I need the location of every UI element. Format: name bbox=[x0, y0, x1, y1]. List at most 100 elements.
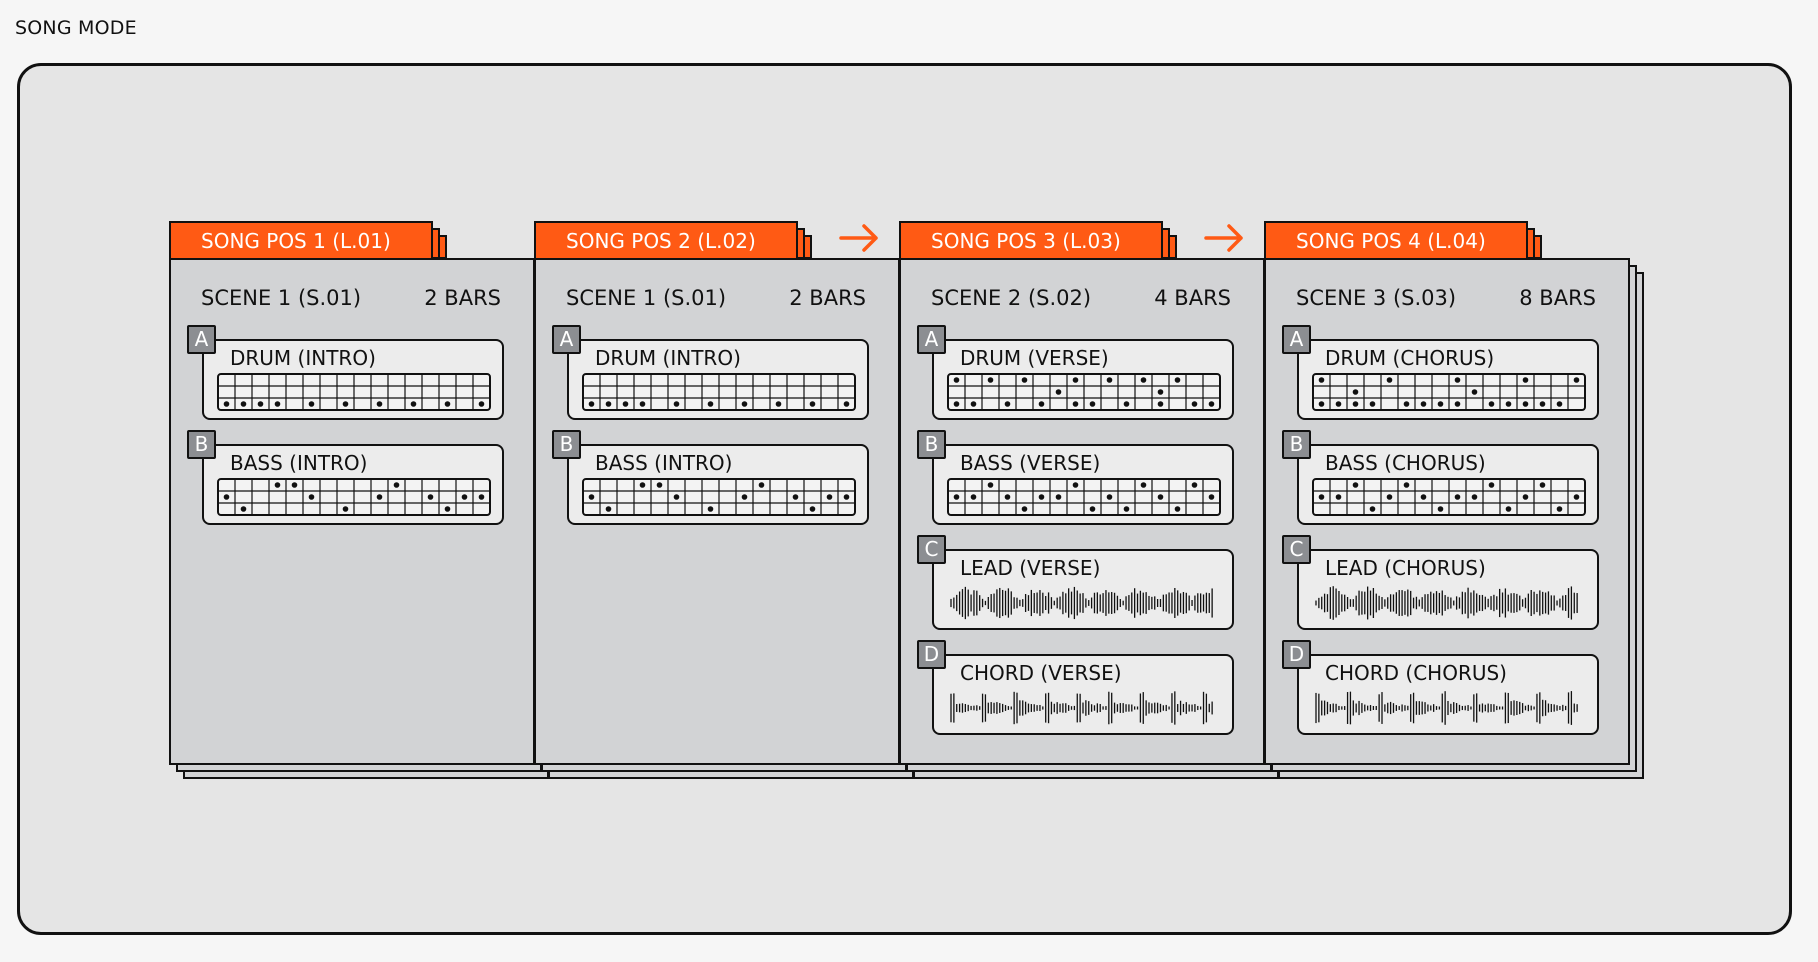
step-dot bbox=[240, 506, 247, 512]
step-dot bbox=[1106, 494, 1113, 500]
step-dot bbox=[1573, 377, 1580, 383]
step-dot bbox=[1318, 494, 1325, 500]
step-dot bbox=[605, 401, 612, 407]
step-dot bbox=[588, 401, 595, 407]
track-name: DRUM (VERSE) bbox=[960, 346, 1109, 370]
track-card[interactable]: DRUM (CHORUS) bbox=[1297, 339, 1599, 420]
track-card[interactable]: LEAD (VERSE) bbox=[932, 549, 1234, 630]
step-dot bbox=[1072, 482, 1079, 488]
step-dot bbox=[410, 401, 417, 407]
track-card[interactable]: BASS (CHORUS) bbox=[1297, 444, 1599, 525]
step-dot bbox=[809, 506, 816, 512]
step-dot bbox=[1471, 494, 1478, 500]
track-card[interactable]: DRUM (VERSE) bbox=[932, 339, 1234, 420]
step-dot bbox=[1505, 506, 1512, 512]
track-letter-badge: A bbox=[187, 325, 216, 354]
step-dot bbox=[223, 494, 230, 500]
track-name: LEAD (VERSE) bbox=[960, 556, 1101, 580]
bars-label: 2 BARS bbox=[424, 286, 501, 310]
track-card[interactable]: LEAD (CHORUS) bbox=[1297, 549, 1599, 630]
step-dot bbox=[1004, 494, 1011, 500]
step-dot bbox=[1403, 401, 1410, 407]
step-dot bbox=[1038, 494, 1045, 500]
step-dot bbox=[826, 494, 833, 500]
step-grid bbox=[582, 478, 856, 516]
song-position-tab-label: SONG POS 3 (L.03) bbox=[899, 221, 1163, 259]
step-grid bbox=[217, 478, 491, 516]
step-dot bbox=[240, 401, 247, 407]
step-dot bbox=[1318, 401, 1325, 407]
step-dot bbox=[1055, 389, 1062, 395]
step-dot bbox=[639, 401, 646, 407]
track-letter-badge: A bbox=[1282, 325, 1311, 354]
step-dot bbox=[1369, 506, 1376, 512]
step-dot bbox=[1454, 401, 1461, 407]
step-dot bbox=[656, 482, 663, 488]
step-dot bbox=[605, 506, 612, 512]
bars-label: 2 BARS bbox=[789, 286, 866, 310]
track-name: BASS (INTRO) bbox=[230, 451, 368, 475]
step-dot bbox=[1038, 401, 1045, 407]
step-dot bbox=[1021, 506, 1028, 512]
step-dot bbox=[741, 401, 748, 407]
step-dot bbox=[274, 482, 281, 488]
track-letter-badge: B bbox=[187, 430, 216, 459]
step-dot bbox=[1089, 401, 1096, 407]
step-dot bbox=[393, 482, 400, 488]
step-dot bbox=[257, 401, 264, 407]
track-name: LEAD (CHORUS) bbox=[1325, 556, 1486, 580]
step-dot bbox=[1420, 494, 1427, 500]
step-dot bbox=[376, 401, 383, 407]
track-letter-badge: D bbox=[1282, 640, 1311, 669]
track-name: CHORD (VERSE) bbox=[960, 661, 1122, 685]
song-position-tab[interactable]: SONG POS 1 (L.01) bbox=[169, 221, 447, 259]
step-dot bbox=[588, 494, 595, 500]
step-dot bbox=[1072, 401, 1079, 407]
step-dot bbox=[1157, 389, 1164, 395]
step-dot bbox=[1004, 401, 1011, 407]
step-dot bbox=[1539, 482, 1546, 488]
track-card[interactable]: CHORD (CHORUS) bbox=[1297, 654, 1599, 735]
step-dot bbox=[1352, 482, 1359, 488]
step-dot bbox=[342, 401, 349, 407]
track-name: DRUM (CHORUS) bbox=[1325, 346, 1495, 370]
step-dot bbox=[987, 482, 994, 488]
step-dot bbox=[1106, 377, 1113, 383]
track-card[interactable]: DRUM (INTRO) bbox=[567, 339, 869, 420]
step-dot bbox=[987, 377, 994, 383]
step-dot bbox=[1522, 401, 1529, 407]
track-card[interactable]: CHORD (VERSE) bbox=[932, 654, 1234, 735]
step-dot bbox=[953, 377, 960, 383]
track-card[interactable]: DRUM (INTRO) bbox=[202, 339, 504, 420]
step-dot bbox=[673, 401, 680, 407]
step-dot bbox=[707, 401, 714, 407]
song-position-tab[interactable]: SONG POS 3 (L.03) bbox=[899, 221, 1177, 259]
step-dot bbox=[1021, 377, 1028, 383]
waveform bbox=[1315, 691, 1578, 725]
step-dot bbox=[1437, 401, 1444, 407]
step-dot bbox=[1437, 506, 1444, 512]
step-dot bbox=[1174, 506, 1181, 512]
track-name: CHORD (CHORUS) bbox=[1325, 661, 1507, 685]
step-dot bbox=[843, 401, 850, 407]
track-card[interactable]: BASS (INTRO) bbox=[202, 444, 504, 525]
track-card[interactable]: BASS (INTRO) bbox=[567, 444, 869, 525]
track-card[interactable]: BASS (VERSE) bbox=[932, 444, 1234, 525]
song-position-tab[interactable]: SONG POS 2 (L.02) bbox=[534, 221, 812, 259]
step-dot bbox=[444, 401, 451, 407]
song-position-tab[interactable]: SONG POS 4 (L.04) bbox=[1264, 221, 1542, 259]
step-dot bbox=[1208, 494, 1215, 500]
step-dot bbox=[1335, 401, 1342, 407]
step-dot bbox=[1488, 401, 1495, 407]
step-dot bbox=[1369, 401, 1376, 407]
step-dot bbox=[274, 401, 281, 407]
step-dot bbox=[308, 494, 315, 500]
scene-label: SCENE 2 (S.02) bbox=[931, 286, 1092, 310]
step-dot bbox=[461, 494, 468, 500]
